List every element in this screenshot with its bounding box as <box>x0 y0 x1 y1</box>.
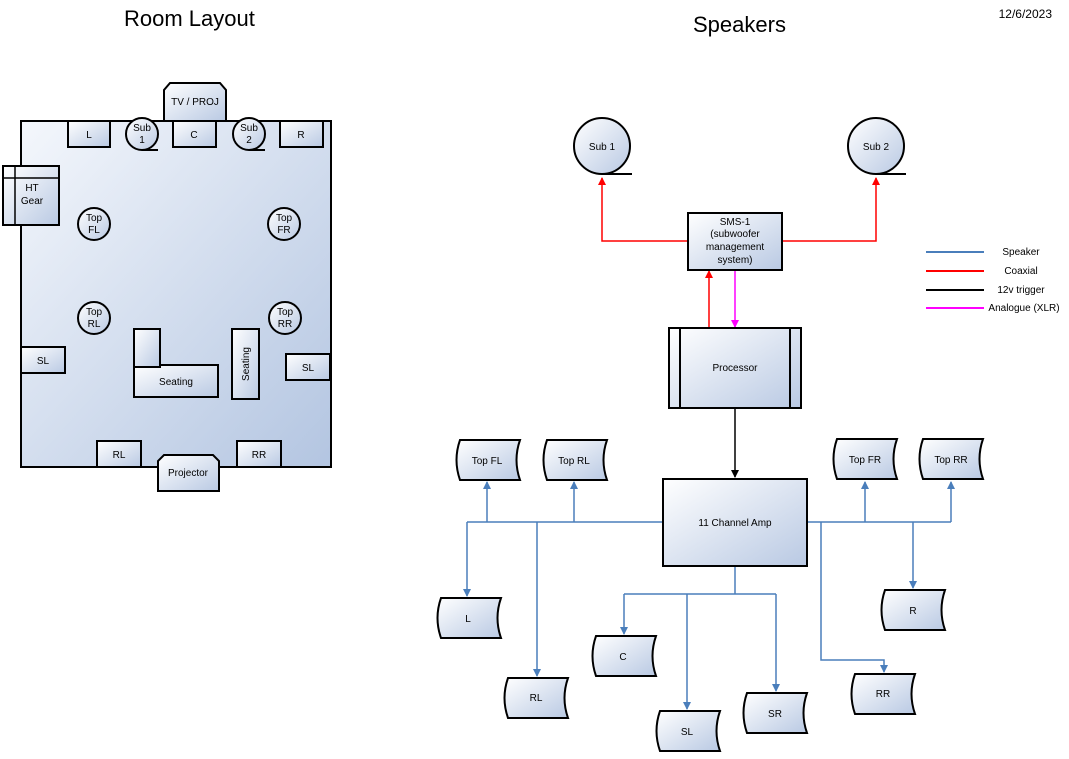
svg-text:R: R <box>297 130 304 141</box>
speaker-c: C <box>591 635 658 677</box>
room-projector: Projector <box>157 454 220 492</box>
svg-text:SMS-1: SMS-1 <box>720 217 751 228</box>
svg-text:Processor: Processor <box>712 363 758 374</box>
legend: Speaker Coaxial 12v trigger Analogue (XL… <box>926 247 1060 314</box>
svg-text:Sub: Sub <box>240 123 258 134</box>
svg-text:system): system) <box>718 255 753 266</box>
svg-text:SL: SL <box>302 363 315 374</box>
svg-text:1: 1 <box>139 135 145 146</box>
svg-text:FL: FL <box>88 225 100 236</box>
svg-text:Sub 2: Sub 2 <box>863 142 890 153</box>
svg-text:Projector: Projector <box>168 468 209 479</box>
room-floor <box>20 120 332 468</box>
room-front-l: L <box>67 120 111 148</box>
svg-text:R: R <box>909 606 916 617</box>
speaker-sub-2: Sub 2 <box>847 117 906 175</box>
svg-text:Top: Top <box>86 307 103 318</box>
svg-text:L: L <box>465 614 471 625</box>
wire-rr <box>820 522 888 673</box>
room-rr: RR <box>236 440 282 468</box>
speaker-rl: RL <box>503 677 570 719</box>
svg-text:L: L <box>86 130 92 141</box>
room-seating-side: Seating <box>231 328 260 400</box>
coax-sms-sub2 <box>782 177 880 242</box>
svg-text:C: C <box>190 130 197 141</box>
svg-text:2: 2 <box>246 135 252 146</box>
sms-1-box: SMS-1 (subwoofer management system) <box>687 212 783 271</box>
room-rl: RL <box>96 440 142 468</box>
legend-speaker-label: Speaker <box>1002 247 1040 258</box>
speaker-top-fr: Top FR <box>832 438 899 480</box>
svg-text:(subwoofer: (subwoofer <box>710 229 760 240</box>
legend-trigger-label: 12v trigger <box>997 285 1045 296</box>
svg-text:RL: RL <box>113 450 126 461</box>
svg-text:Seating: Seating <box>241 347 252 381</box>
room-seating-main: Seating <box>133 328 219 398</box>
speakers-title: Speakers <box>693 12 786 37</box>
room-front-r: R <box>279 120 324 148</box>
ht-gear: HT Gear <box>2 165 60 226</box>
speaker-rr: RR <box>850 673 917 715</box>
amp-box: 11 Channel Amp <box>662 478 808 567</box>
svg-text:SL: SL <box>37 356 50 367</box>
svg-text:11 Channel Amp: 11 Channel Amp <box>698 518 772 529</box>
svg-text:Top RR: Top RR <box>934 455 967 466</box>
room-top-rl: Top RL <box>77 301 111 335</box>
room-sub-2: Sub 2 <box>232 117 266 151</box>
svg-text:C: C <box>619 652 626 663</box>
speaker-sr: SR <box>742 692 809 734</box>
svg-text:Top: Top <box>277 307 294 318</box>
speaker-top-rr: Top RR <box>918 438 985 480</box>
speaker-top-rl: Top RL <box>542 439 609 481</box>
coax-sms-sub1 <box>598 177 688 242</box>
svg-text:SR: SR <box>768 709 782 720</box>
ht-gear-label-2: Gear <box>21 196 44 207</box>
svg-text:SL: SL <box>681 727 694 738</box>
ht-gear-label-1: HT <box>25 183 38 194</box>
svg-text:RR: RR <box>278 319 292 330</box>
svg-text:Sub: Sub <box>133 123 151 134</box>
room-layout: TV / PROJ HT Gear L C R Sub 1 <box>2 82 332 492</box>
svg-text:Seating: Seating <box>159 377 193 388</box>
svg-text:Top FR: Top FR <box>849 455 881 466</box>
room-sub-1: Sub 1 <box>125 117 159 151</box>
room-front-c: C <box>172 120 217 148</box>
svg-text:RL: RL <box>530 693 543 704</box>
legend-analogue-label: Analogue (XLR) <box>988 303 1059 314</box>
svg-text:Top FL: Top FL <box>472 456 503 467</box>
svg-text:RR: RR <box>252 450 266 461</box>
svg-text:Top RL: Top RL <box>558 456 590 467</box>
room-top-fr: Top FR <box>267 207 301 241</box>
speaker-sub-1: Sub 1 <box>573 117 632 175</box>
room-top-rr: Top RR <box>268 301 302 335</box>
speaker-l: L <box>436 597 503 639</box>
svg-text:Top: Top <box>276 213 293 224</box>
speaker-top-fl: Top FL <box>455 439 522 481</box>
room-sl-left: SL <box>20 346 66 374</box>
svg-text:Top: Top <box>86 213 103 224</box>
svg-text:RR: RR <box>876 689 890 700</box>
speaker-r: R <box>880 589 947 631</box>
legend-coaxial-label: Coaxial <box>1004 266 1037 277</box>
speaker-sl: SL <box>655 710 722 752</box>
processor-box: Processor <box>668 327 802 409</box>
room-top-fl: Top FL <box>77 207 111 241</box>
date-label: 12/6/2023 <box>998 7 1052 21</box>
svg-text:FR: FR <box>277 225 290 236</box>
wiring <box>463 177 955 710</box>
svg-text:Sub 1: Sub 1 <box>589 142 616 153</box>
svg-text:RL: RL <box>88 319 101 330</box>
svg-text:management: management <box>706 242 765 253</box>
room-layout-title: Room Layout <box>124 6 255 31</box>
room-sl-right: SL <box>285 353 331 381</box>
tv-proj-label: TV / PROJ <box>171 97 219 108</box>
